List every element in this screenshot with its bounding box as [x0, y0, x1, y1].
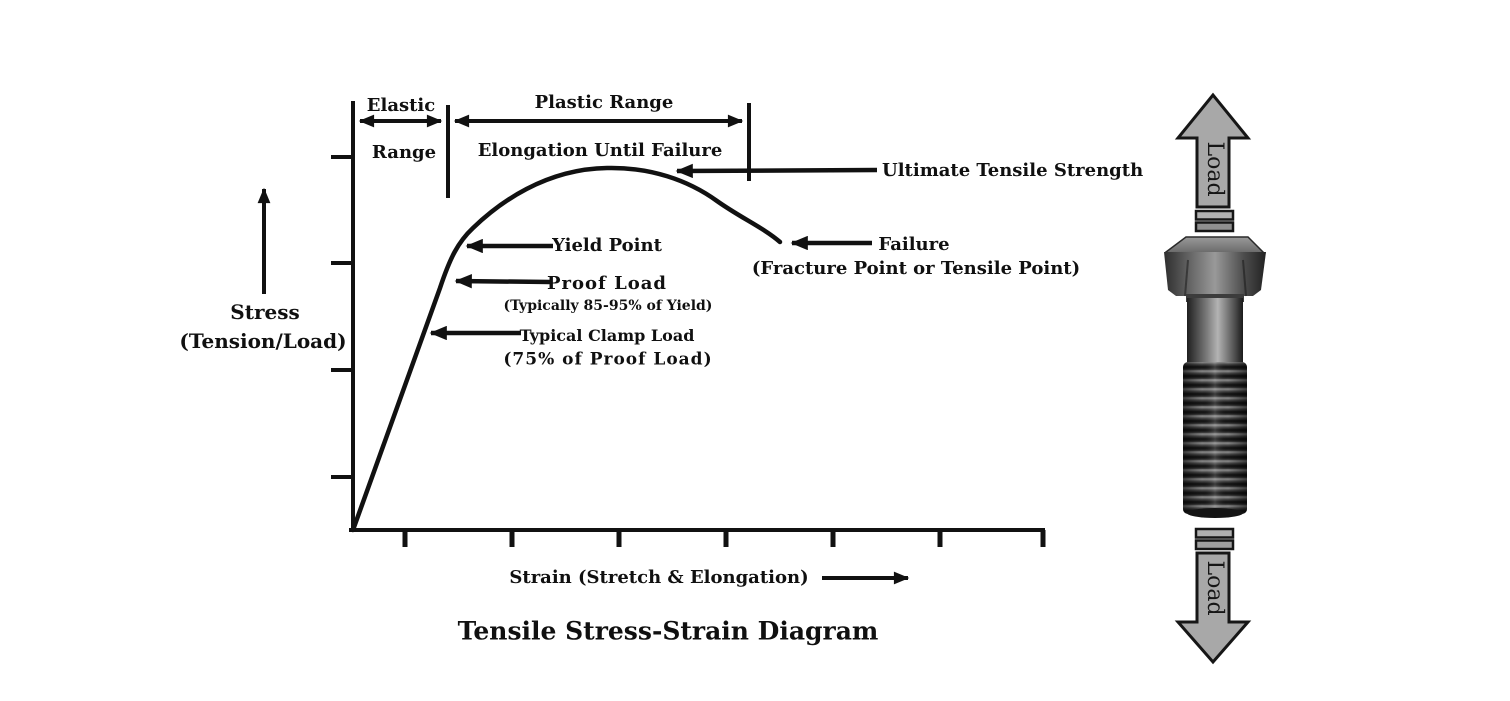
failure-sublabel: (Fracture Point or Tensile Point) — [751, 258, 1081, 279]
elastic-range-label-line2: Range — [371, 142, 437, 163]
load-arrow-up — [1174, 92, 1252, 233]
clamp-load-label: Typical Clamp Load — [519, 326, 695, 345]
plastic-range-label: Plastic Range — [534, 92, 674, 113]
elastic-range-label-line1: Elastic — [366, 95, 436, 116]
load-label-top: Load — [1202, 141, 1227, 197]
strain-axis-label: Strain (Stretch & Elongation) — [509, 567, 809, 588]
proof-load-arrow — [454, 273, 551, 289]
proof-load-sublabel: (Typically 85-95% of Yield) — [503, 298, 713, 314]
ultimate-tensile-strength-arrow — [675, 163, 878, 179]
load-arrow-down — [1174, 527, 1252, 665]
proof-load-label: Proof Load — [547, 273, 667, 294]
elongation-until-failure-label: Elongation Until Failure — [477, 140, 723, 161]
bolt-illustration — [1164, 236, 1266, 518]
y-axis-ticks — [331, 155, 353, 479]
x-axis-ticks — [402, 530, 1046, 547]
load-label-bottom: Load — [1202, 560, 1227, 616]
clamp-load-sublabel: (75% of Proof Load) — [503, 349, 713, 370]
stress-axis-label: Stress — [230, 300, 300, 324]
failure-label: Failure — [878, 234, 950, 255]
stress-strain-curve — [350, 165, 783, 533]
stress-axis-sublabel: (Tension/Load) — [179, 329, 347, 353]
diagram-title: Tensile Stress-Strain Diagram — [457, 616, 879, 646]
ultimate-tensile-strength-label: Ultimate Tensile Strength — [882, 160, 1144, 181]
yield-point-label: Yield Point — [552, 235, 662, 256]
